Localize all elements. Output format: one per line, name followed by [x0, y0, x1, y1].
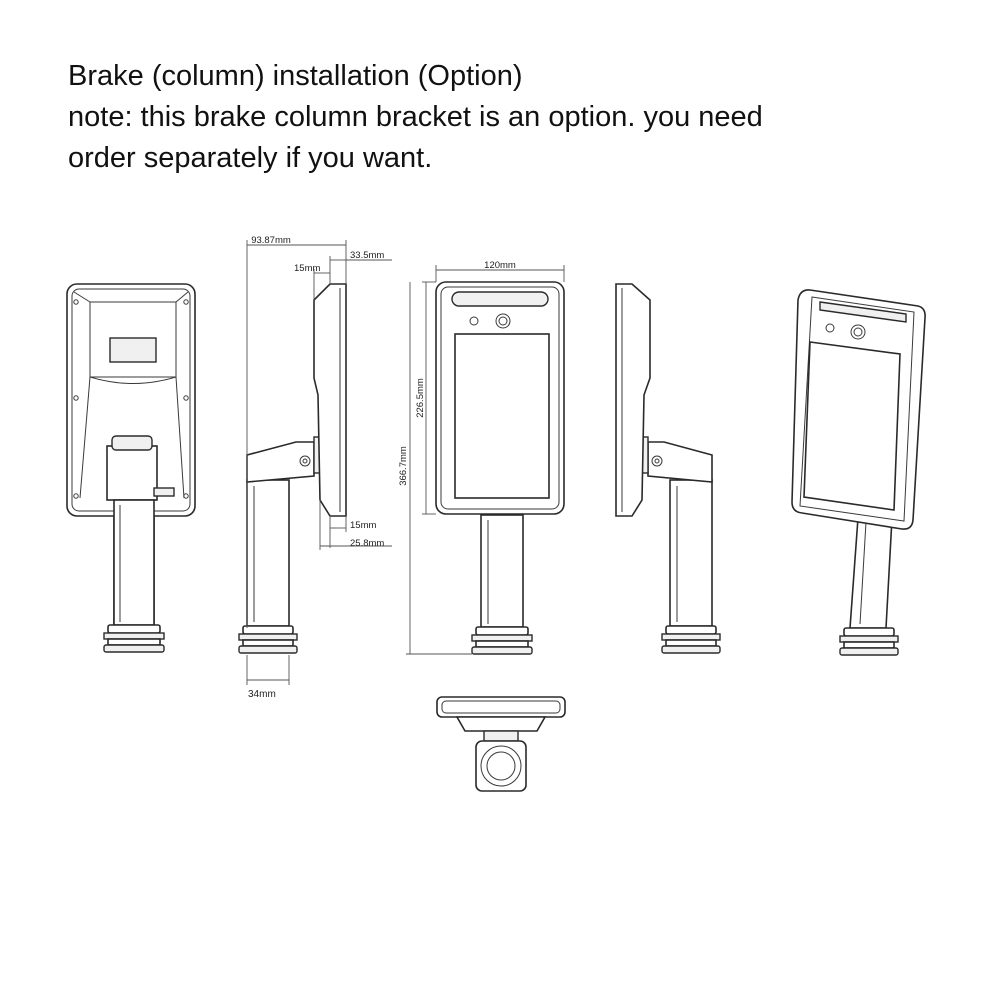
dim-label-offset-bottom: 15mm	[350, 520, 376, 531]
perspective-screen	[803, 341, 901, 511]
rear-view	[66, 283, 196, 653]
section-title: Brake (column) installation (Option)	[68, 60, 523, 92]
perspective-light-bar	[819, 301, 907, 323]
rear-bracket	[106, 445, 158, 501]
side-device-profile	[313, 283, 347, 517]
front-ir-sensor-icon	[469, 316, 479, 326]
side-column	[246, 479, 290, 627]
note-line-1: note: this brake column bracket is an op…	[68, 101, 763, 133]
perspective-ir-sensor-icon	[825, 323, 835, 333]
rear-label-plate	[109, 337, 157, 363]
side-view-plain	[615, 283, 721, 654]
note-line-2: order separately if you want.	[68, 142, 433, 174]
dim-label-depth-total: 93.87mm	[251, 235, 291, 246]
dim-label-depth-bottom: 25.8mm	[350, 538, 384, 549]
side-plain-column	[669, 479, 713, 627]
instruction-text-block: Brake (column) installation (Option) not…	[68, 56, 948, 179]
front-screen	[454, 333, 550, 499]
dim-label-height-total: 366.7mm	[398, 446, 409, 486]
dim-label-depth-top: 33.5mm	[350, 250, 384, 261]
front-view-dimensioned: 120mm 226.5mm 366.7mm	[398, 260, 565, 655]
dim-label-column-diameter: 34mm	[248, 689, 276, 700]
side-view-dimensioned: 93.87mm 33.5mm 15mm 15mm 25.8mm 34mm	[238, 235, 392, 700]
perspective-view	[791, 289, 926, 656]
side-plain-device-profile	[615, 283, 651, 517]
bottom-device-edge	[436, 696, 566, 718]
bottom-column-hole	[486, 751, 516, 781]
perspective-camera-icon	[850, 324, 866, 340]
side-mount-block	[246, 441, 315, 483]
bottom-view	[436, 696, 566, 792]
side-plain-mount-block	[647, 441, 713, 483]
bottom-column-nut	[475, 740, 527, 792]
dim-label-offset-top: 15mm	[294, 263, 320, 274]
dim-label-height-screen: 226.5mm	[415, 378, 426, 418]
perspective-column	[849, 517, 893, 629]
front-camera-icon	[495, 313, 511, 329]
front-column	[480, 514, 524, 628]
dim-label-width-front: 120mm	[484, 260, 516, 271]
front-light-bar	[451, 291, 549, 307]
